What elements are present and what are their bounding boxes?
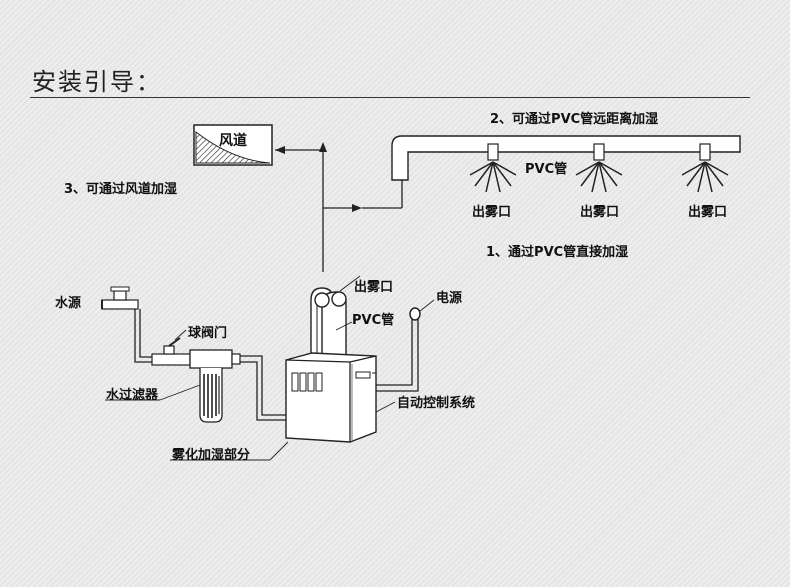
outlet-label-1: 出雾口 [472,205,512,220]
nozzle-1 [469,143,517,193]
machine-outlet-label: 出雾口 [354,280,394,295]
title-divider [30,97,750,98]
outlet-label-2: 出雾口 [580,205,620,220]
air-duct [193,124,273,166]
pvc-pipe-long [391,135,741,181]
leader-lines [105,275,435,461]
ball-valve [151,337,191,366]
via-pvc-long-label: 2、可通过PVC管远距离加湿 [490,112,659,127]
water-hose [134,309,153,363]
filter-to-machine-hose [240,355,286,421]
pvc-pipe-top-label: PVC管 [525,162,568,177]
via-pvc-direct-label: 1、通过PVC管直接加湿 [486,245,629,260]
arrow-to-duct-icon [275,146,285,154]
power-label: 电源 [436,291,463,306]
outlet-label-3: 出雾口 [688,205,728,220]
water-source-valve [101,286,139,310]
power-line [376,307,421,392]
humidifier-machine [285,352,377,443]
water-filter [189,349,241,423]
air-duct-label: 风道 [219,133,247,149]
machine-pvc-label: PVC管 [352,313,395,328]
arrow-right-icon [352,204,362,212]
nozzle-3 [681,143,729,193]
arrow-up-icon [319,142,327,152]
nozzle-2 [575,143,623,193]
machine-outlet-pipes [310,287,347,360]
page-title: 安装引导： [32,68,162,96]
water-source-label: 水源 [55,296,82,311]
supply-line [275,142,403,272]
auto-control-label: 自动控制系统 [397,396,476,411]
water-filter-label: 水过滤器 [106,388,159,403]
via-duct-label: 3、可通过风道加湿 [64,182,178,197]
atomizing-part-label: 雾化加湿部分 [172,448,251,463]
ball-valve-label: 球阀门 [188,326,228,341]
